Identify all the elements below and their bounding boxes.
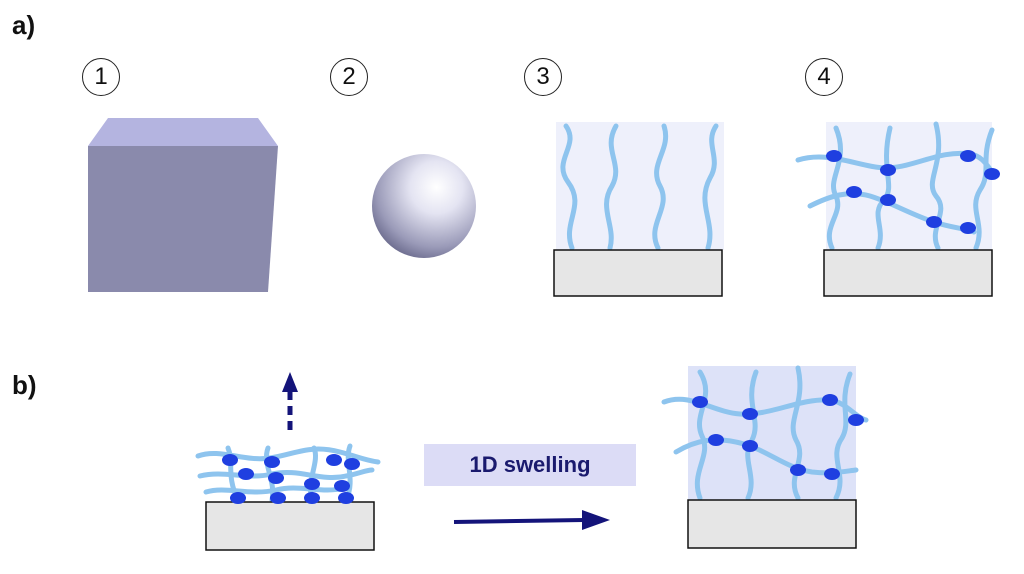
cube-icon <box>88 118 278 292</box>
item-number-3: 3 <box>524 58 562 96</box>
panel-label-b: b) <box>12 370 37 400</box>
panel-label-a: a) <box>12 10 36 40</box>
arrow-right-icon <box>453 510 610 530</box>
swelling-label: 1D swelling <box>424 444 636 486</box>
item-number-2: 2 <box>330 58 368 96</box>
crosslinked-network-icon <box>795 121 999 297</box>
sphere-icon <box>372 154 476 258</box>
collapsed-gel-crosslinks <box>222 454 360 504</box>
item-number-4: 4 <box>805 58 843 96</box>
network-crosslinks <box>826 150 1000 234</box>
polymer-brush-icon <box>553 122 724 297</box>
item-number-1: 1 <box>82 58 120 96</box>
swollen-gel-icon <box>661 365 869 549</box>
arrow-up-dashed-icon <box>282 372 298 430</box>
swollen-gel-crosslinks <box>692 394 864 480</box>
